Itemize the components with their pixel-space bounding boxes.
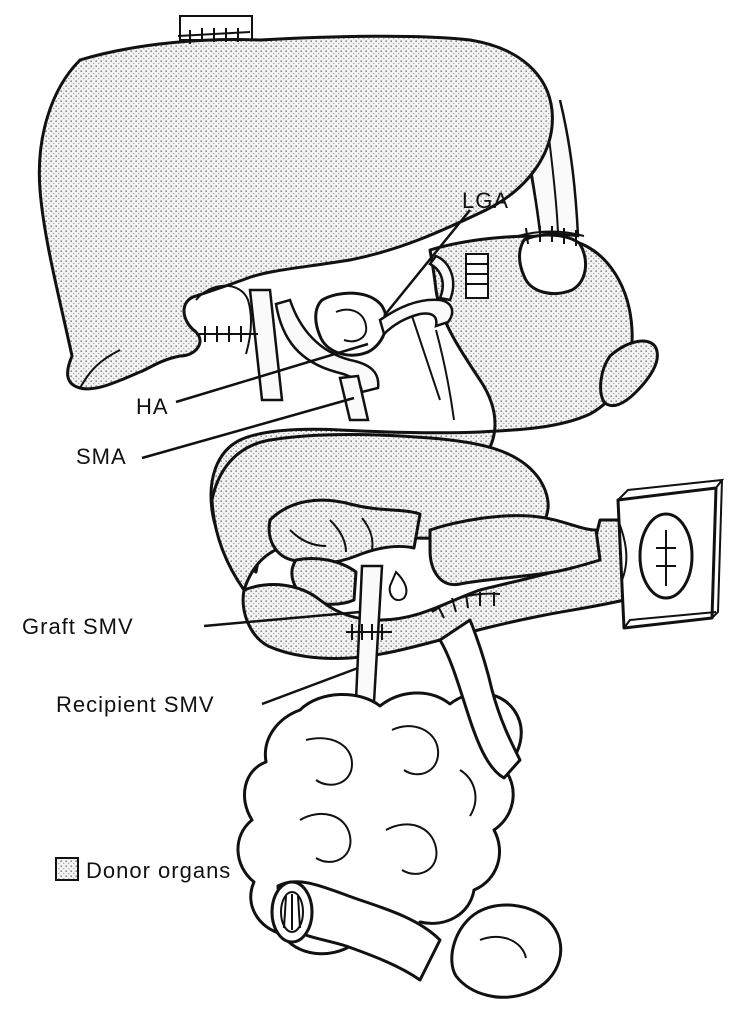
suture-cava-top [177, 15, 253, 44]
pancreas [267, 498, 422, 606]
lga-vessel [378, 254, 455, 337]
suture-esophagus [517, 226, 588, 295]
legend-label: Donor organs [86, 858, 231, 883]
colon-stump [270, 880, 442, 982]
graft-smv-leader [203, 610, 361, 628]
legend-swatch [55, 857, 79, 881]
ha-leader [175, 342, 369, 404]
recipient-smv-leader [261, 666, 359, 706]
sma-leader [141, 396, 355, 460]
small-bowel-graft [241, 514, 626, 660]
legend: Donor organs [55, 857, 231, 883]
label-ha: HA [136, 394, 169, 419]
label-recipient-smv: Recipient SMV [56, 692, 215, 717]
label-lga: LGA [462, 188, 509, 213]
liver [37, 34, 554, 391]
kidney-block [616, 478, 725, 630]
hilar-vessels [196, 288, 388, 422]
lga-leader [383, 209, 471, 317]
spleen [599, 339, 659, 408]
label-graft-smv: Graft SMV [22, 614, 134, 639]
label-sma: SMA [76, 444, 127, 469]
